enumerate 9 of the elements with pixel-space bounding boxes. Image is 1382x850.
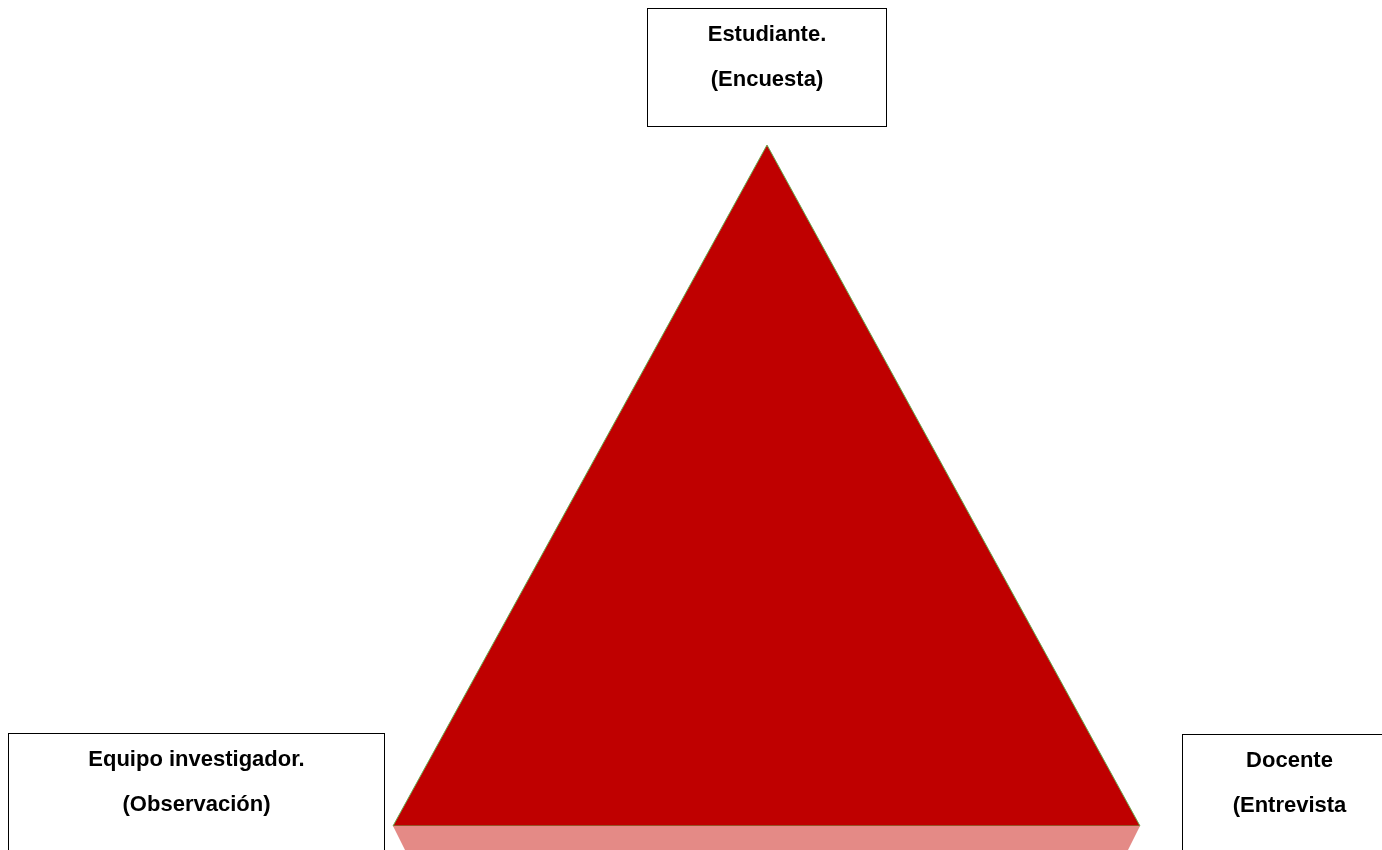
box-subtitle: (Observación) [122, 791, 271, 817]
text-box [8, 733, 385, 850]
box-heading: Docente [1246, 747, 1333, 773]
box-subtitle: (Entrevista [1232, 792, 1347, 818]
text-box [647, 8, 887, 127]
box-subtitle: (Encuesta) [710, 66, 824, 92]
box-heading: Estudiante. [707, 21, 827, 47]
text-box [1182, 734, 1382, 850]
box-heading: Equipo investigador. [88, 746, 305, 772]
